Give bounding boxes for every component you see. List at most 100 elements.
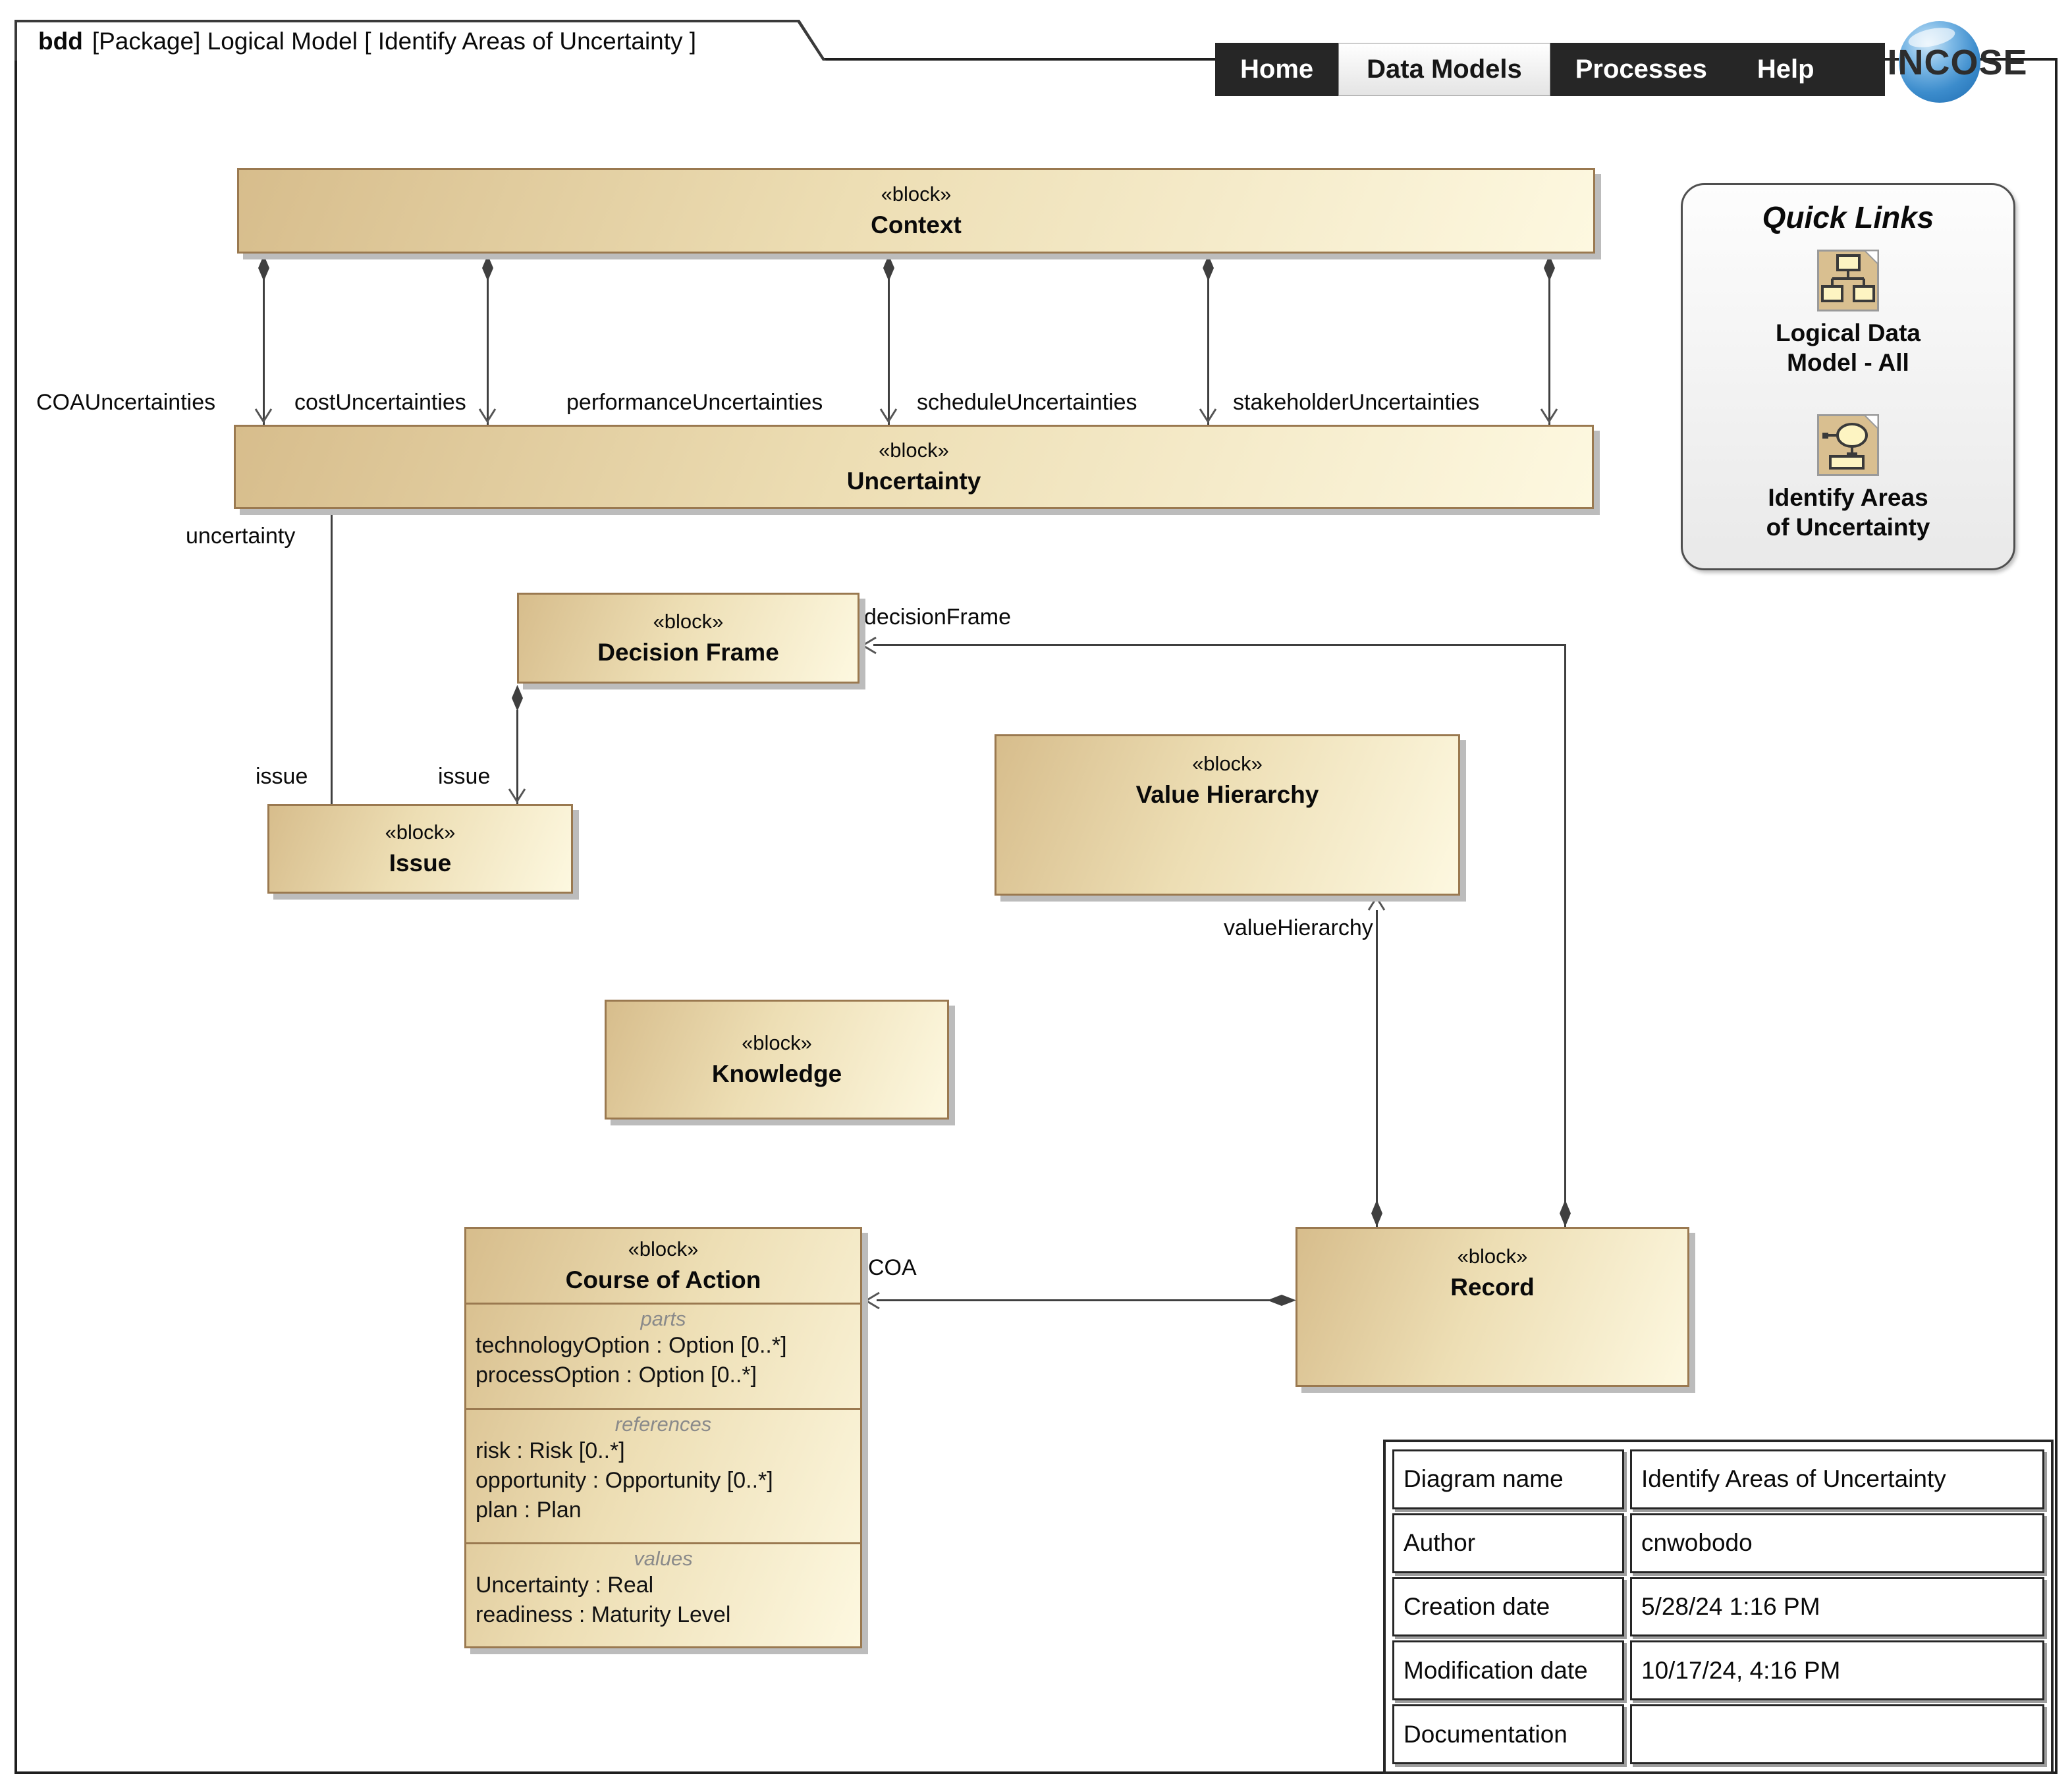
- block-stereotype: «block»: [742, 1031, 812, 1054]
- role-label: issue: [256, 764, 308, 789]
- role-label: costUncertainties: [294, 390, 466, 415]
- block-course-of-action[interactable]: «block» Course of Action parts technolog…: [464, 1227, 862, 1648]
- part-property: processOption : Option [0..*]: [476, 1363, 757, 1388]
- block-name: Uncertainty: [846, 468, 981, 495]
- association-line: [516, 710, 518, 804]
- role-label: valueHierarchy: [1224, 915, 1373, 940]
- part-property: technologyOption : Option [0..*]: [476, 1333, 787, 1358]
- table-row: Author cnwobodo: [1392, 1513, 2044, 1573]
- composition-diamond-icon: [1203, 255, 1214, 281]
- composition-diamond-icon: [883, 255, 894, 281]
- info-label: Creation date: [1392, 1577, 1624, 1637]
- diagram-title: [Package] Logical Model [ Identify Areas…: [92, 28, 697, 55]
- info-label: Documentation: [1392, 1704, 1624, 1764]
- block-record[interactable]: «block» Record: [1295, 1227, 1689, 1387]
- block-stereotype: «block»: [653, 610, 724, 633]
- association-line: [331, 509, 333, 804]
- info-label: Author: [1392, 1513, 1624, 1573]
- diagram-tab: bdd [Package] Logical Model [ Identify A…: [14, 20, 826, 61]
- info-value: 5/28/24 1:16 PM: [1630, 1577, 2044, 1637]
- block-stereotype: «block»: [1192, 752, 1263, 775]
- open-arrowhead-icon: [879, 408, 898, 423]
- association-line: [1207, 254, 1209, 425]
- composition-diamond-icon: [1267, 1295, 1296, 1306]
- role-label: decisionFrame: [864, 605, 1011, 630]
- block-value-hierarchy[interactable]: «block» Value Hierarchy: [995, 734, 1460, 896]
- block-name: Value Hierarchy: [1135, 781, 1319, 808]
- open-arrowhead-icon: [864, 1291, 880, 1310]
- block-uncertainty[interactable]: «block» Uncertainty: [234, 425, 1594, 509]
- quick-links-panel: Quick Links Logical Data Model - All: [1681, 183, 2015, 570]
- open-arrowhead-icon: [1540, 408, 1558, 423]
- role-label: uncertainty: [186, 524, 296, 549]
- block-stereotype: «block»: [879, 439, 949, 462]
- composition-diamond-icon: [1371, 1200, 1382, 1227]
- quick-link-identify-areas[interactable]: Identify Areas of Uncertainty: [1683, 414, 2013, 542]
- nav-item-data-models[interactable]: Data Models: [1338, 43, 1550, 96]
- nav-item-help[interactable]: Help: [1757, 55, 1814, 84]
- incose-logo: INCOSE: [1874, 18, 2052, 107]
- table-row: Modification date 10/17/24, 4:16 PM: [1392, 1640, 2044, 1701]
- value-property: Uncertainty : Real: [476, 1573, 654, 1598]
- composition-diamond-icon: [258, 255, 269, 281]
- nav-item-home[interactable]: Home: [1240, 55, 1314, 84]
- info-label: Modification date: [1392, 1640, 1624, 1701]
- compartment-label: references: [614, 1413, 712, 1436]
- values-compartment: values Uncertainty : Real readiness : Ma…: [466, 1542, 860, 1646]
- role-label: scheduleUncertainties: [917, 390, 1137, 415]
- compartment-label: parts: [640, 1307, 686, 1330]
- block-knowledge[interactable]: «block» Knowledge: [605, 1000, 949, 1120]
- reference-property: plan : Plan: [476, 1498, 582, 1523]
- quick-link-label: Logical Data: [1776, 319, 1921, 346]
- open-arrowhead-icon: [861, 636, 877, 655]
- block-name: Course of Action: [565, 1266, 761, 1293]
- diagram-info-table: Diagram name Identify Areas of Uncertain…: [1383, 1440, 2054, 1774]
- block-name: Decision Frame: [597, 639, 779, 666]
- references-compartment: references risk : Risk [0..*] opportunit…: [466, 1408, 860, 1542]
- info-value: 10/17/24, 4:16 PM: [1630, 1640, 2044, 1701]
- association-line: [873, 644, 1566, 646]
- block-stereotype: «block»: [385, 821, 456, 844]
- diagram-kind-label: bdd: [38, 28, 83, 55]
- parts-compartment: parts technologyOption : Option [0..*] p…: [466, 1303, 860, 1408]
- quick-link-label: of Uncertainty: [1766, 514, 1930, 541]
- main-nav: Home Data Models Processes Help: [1215, 43, 1885, 96]
- globe-icon: [1899, 21, 1980, 103]
- info-value: cnwobodo: [1630, 1513, 2044, 1573]
- nav-item-processes[interactable]: Processes: [1575, 55, 1707, 84]
- info-value: [1630, 1704, 2044, 1764]
- association-line: [1548, 254, 1550, 425]
- composition-diamond-icon: [482, 255, 493, 281]
- reference-property: opportunity : Opportunity [0..*]: [476, 1468, 773, 1493]
- reference-property: risk : Risk [0..*]: [476, 1438, 625, 1463]
- info-value: Identify Areas of Uncertainty: [1630, 1449, 2044, 1509]
- open-arrowhead-icon: [254, 408, 273, 423]
- block-stereotype: «block»: [1457, 1245, 1528, 1268]
- open-arrowhead-icon: [478, 408, 497, 423]
- info-label: Diagram name: [1392, 1449, 1624, 1509]
- identify-areas-icon: [1817, 414, 1879, 476]
- composition-diamond-icon: [1560, 1200, 1571, 1227]
- block-decision-frame[interactable]: «block» Decision Frame: [517, 593, 859, 684]
- open-arrowhead-icon: [508, 788, 526, 803]
- quick-link-logical-data-model[interactable]: Logical Data Model - All: [1683, 250, 2013, 377]
- incose-logo-text: INCOSE: [1887, 43, 2028, 82]
- open-arrowhead-icon: [1199, 408, 1217, 423]
- role-label: COA: [868, 1255, 917, 1280]
- role-label: issue: [438, 764, 491, 789]
- block-issue[interactable]: «block» Issue: [267, 804, 573, 894]
- association-line: [1376, 910, 1378, 1227]
- table-row: Documentation: [1392, 1704, 2044, 1764]
- block-name: Issue: [389, 850, 452, 877]
- composition-diamond-icon: [512, 685, 523, 711]
- table-row: Diagram name Identify Areas of Uncertain…: [1392, 1449, 2044, 1509]
- role-label: stakeholderUncertainties: [1233, 390, 1480, 415]
- block-context[interactable]: «block» Context: [237, 168, 1595, 254]
- association-line: [263, 254, 265, 425]
- block-name: Knowledge: [711, 1060, 842, 1087]
- quick-link-label: Model - All: [1787, 349, 1909, 376]
- quick-link-label: Identify Areas: [1768, 484, 1928, 511]
- block-name: Record: [1450, 1274, 1535, 1301]
- association-line: [1564, 644, 1566, 1227]
- block-stereotype: «block»: [881, 182, 952, 205]
